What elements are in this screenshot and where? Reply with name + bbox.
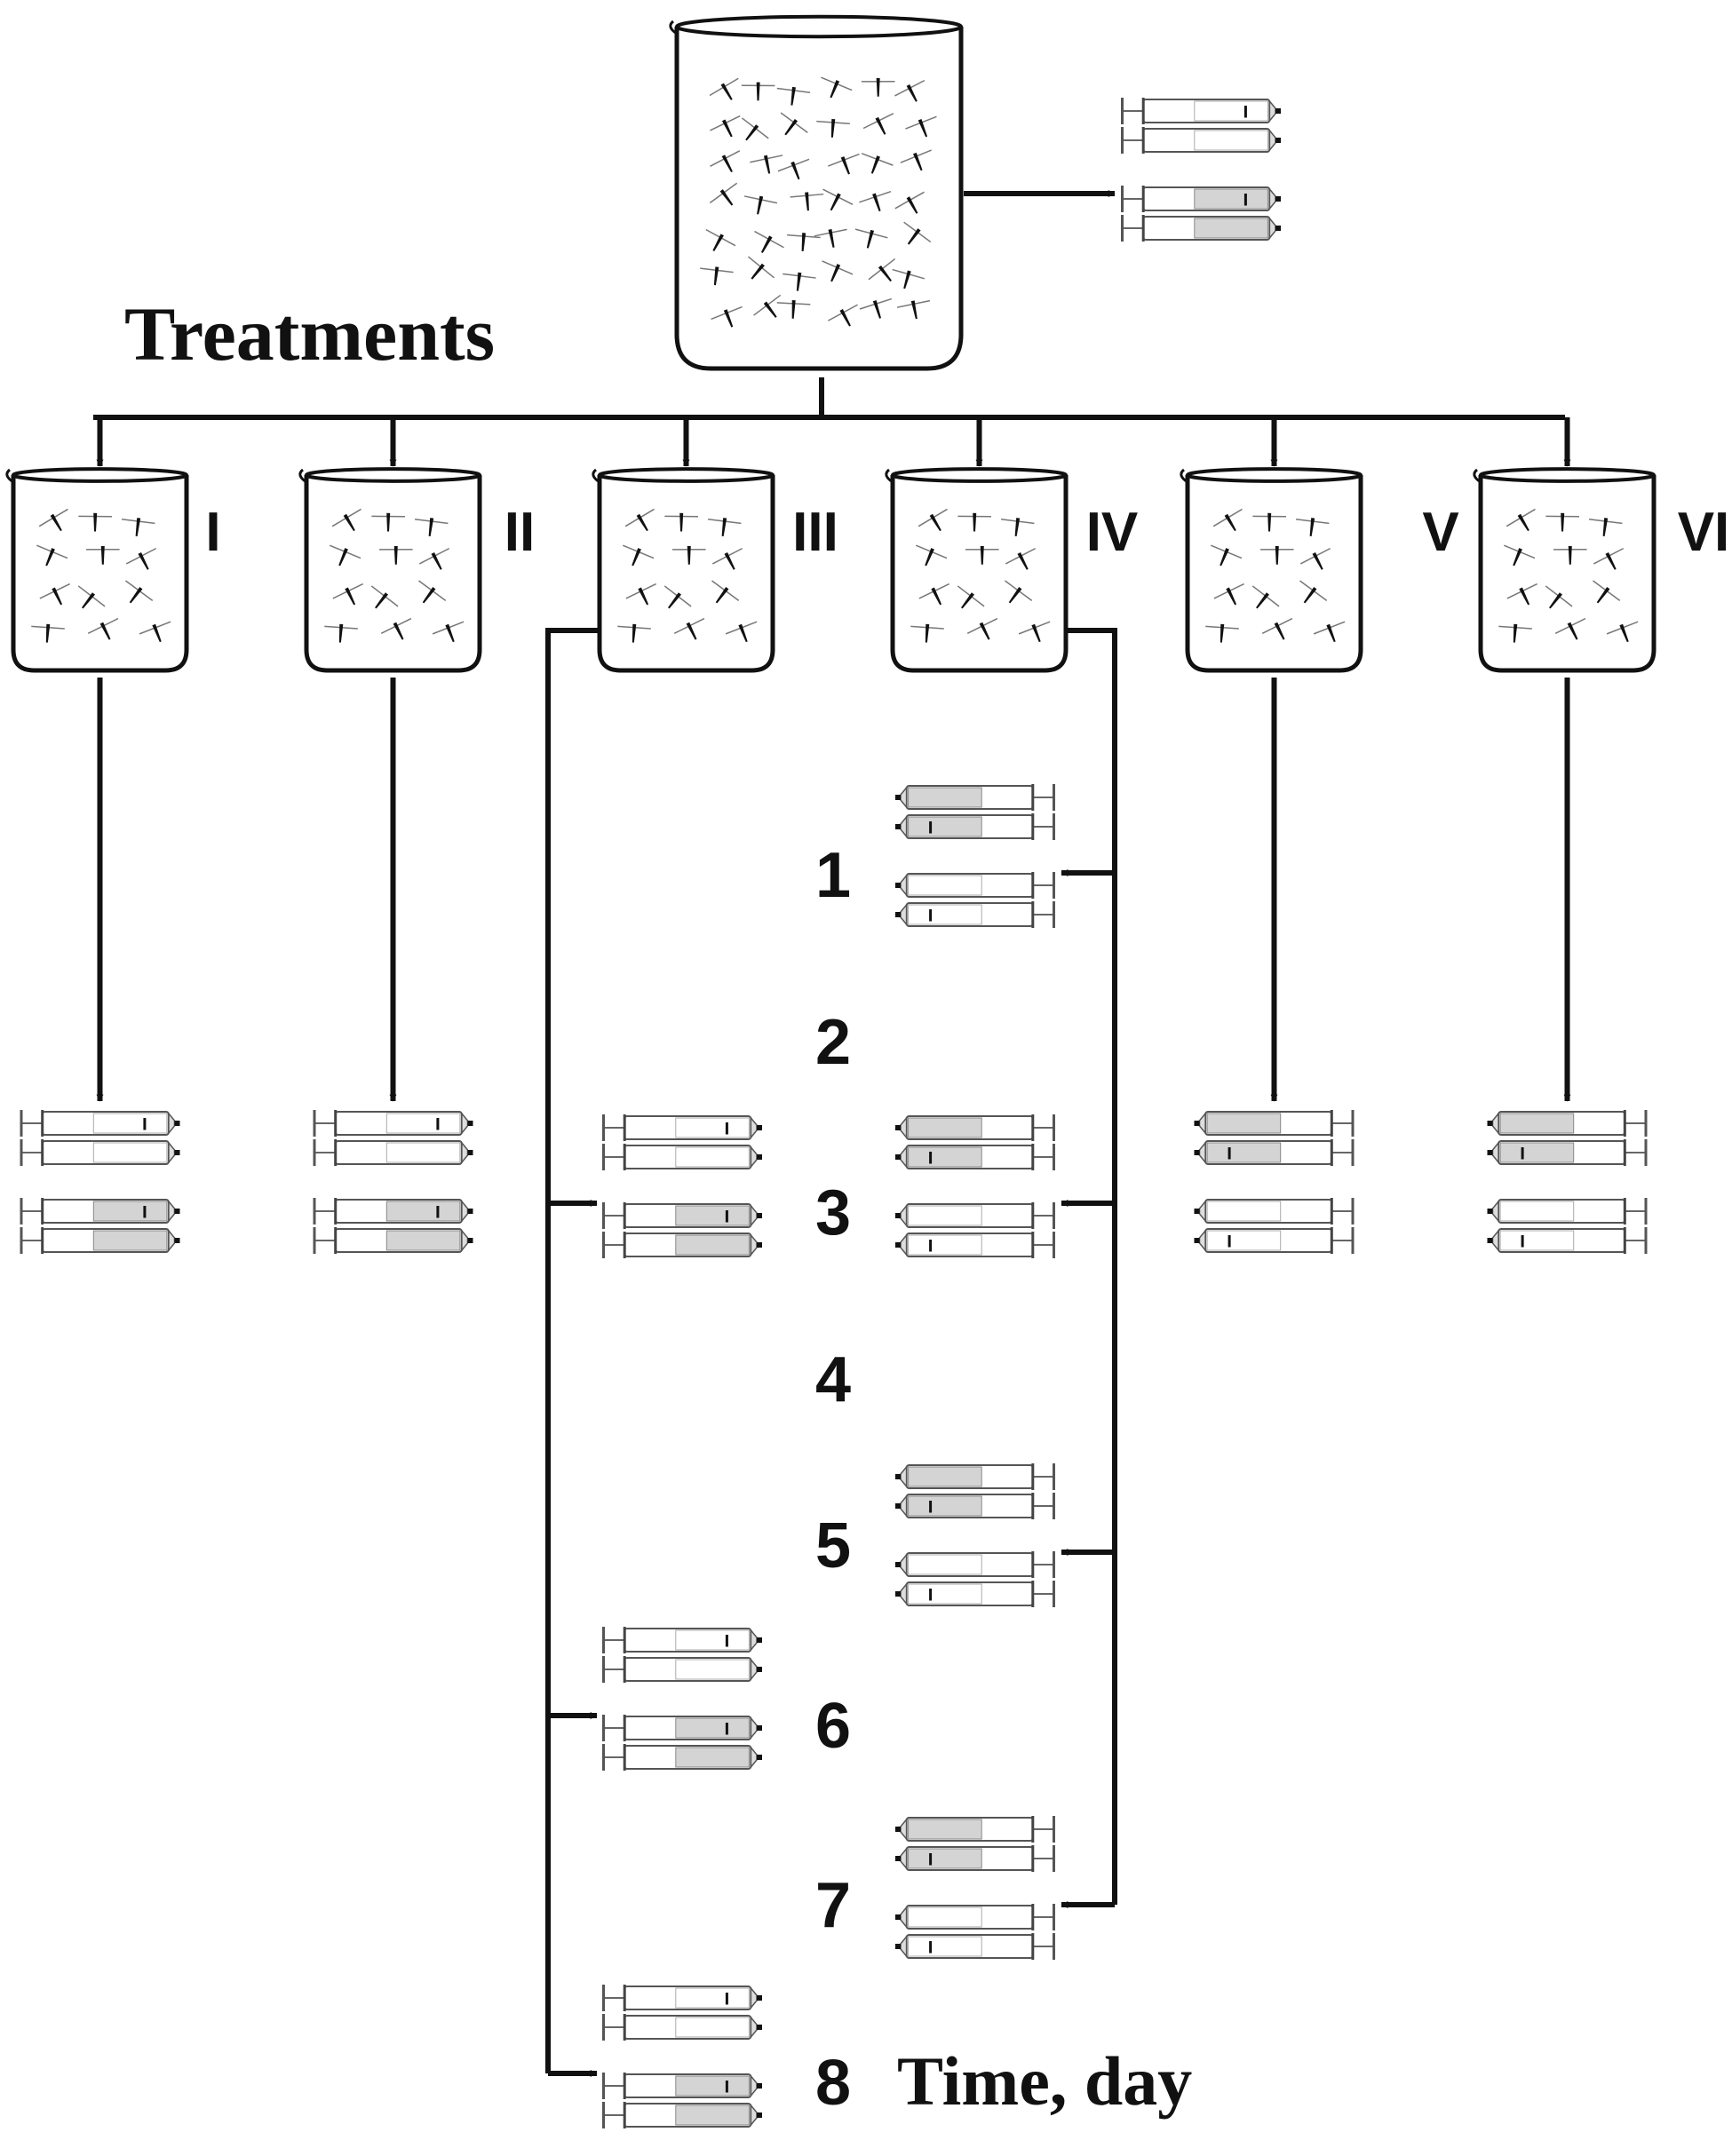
source-beaker-icon: [669, 14, 964, 371]
treatment-1-beaker-icon: [5, 467, 189, 673]
source-sample-syringes-icon: [1121, 98, 1281, 242]
day-label-8: 8: [815, 2048, 851, 2119]
treatment-4-day-7-syringes-icon: [895, 1816, 1055, 1960]
treatment-3-timeline-line: [545, 628, 600, 2073]
treatment-label-1: I: [205, 502, 220, 563]
treatment-4-day-3-syringes-icon: [895, 1114, 1055, 1258]
time-axis-label: Time, day: [897, 2042, 1192, 2120]
treatment-1-syringes-icon: [20, 1110, 180, 1254]
treatment-4-day-5-syringes-icon: [895, 1463, 1055, 1607]
treatment-4-timeline-line: [1066, 628, 1117, 1905]
treatment-label-4: IV: [1086, 502, 1139, 563]
treatment-label-6: VI: [1678, 502, 1730, 563]
day-label-6: 6: [815, 1691, 851, 1762]
treatment-3-day-8-syringes-icon: [602, 1985, 762, 2128]
day-label-1: 1: [815, 840, 851, 911]
treatment-6-beaker-icon: [1473, 467, 1657, 673]
treatment-label-2: II: [505, 502, 535, 563]
treatment-5-beaker-icon: [1180, 467, 1363, 673]
day-label-4: 4: [815, 1344, 851, 1415]
diagram-title: Treatments: [124, 291, 495, 377]
treatment-2-beaker-icon: [298, 467, 482, 673]
treatment-2-syringes-icon: [313, 1110, 473, 1254]
treatment-6-syringes-icon: [1487, 1110, 1648, 1254]
treatment-4-beaker-icon: [885, 467, 1069, 673]
treatment-5-syringes-icon: [1194, 1110, 1355, 1254]
day-label-5: 5: [815, 1510, 851, 1581]
day-label-7: 7: [815, 1870, 851, 1941]
treatment-3-day-3-syringes-icon: [602, 1114, 762, 1258]
treatment-4-day-1-syringes-icon: [895, 784, 1055, 928]
day-label-3: 3: [815, 1177, 851, 1248]
day-label-2: 2: [815, 1007, 851, 1078]
treatment-3-beaker-icon: [592, 467, 775, 673]
treatment-3-day-6-syringes-icon: [602, 1627, 762, 1771]
treatment-label-5: V: [1422, 502, 1458, 563]
treatment-label-3: III: [792, 502, 838, 563]
diagram-graphics: [5, 14, 1657, 2128]
